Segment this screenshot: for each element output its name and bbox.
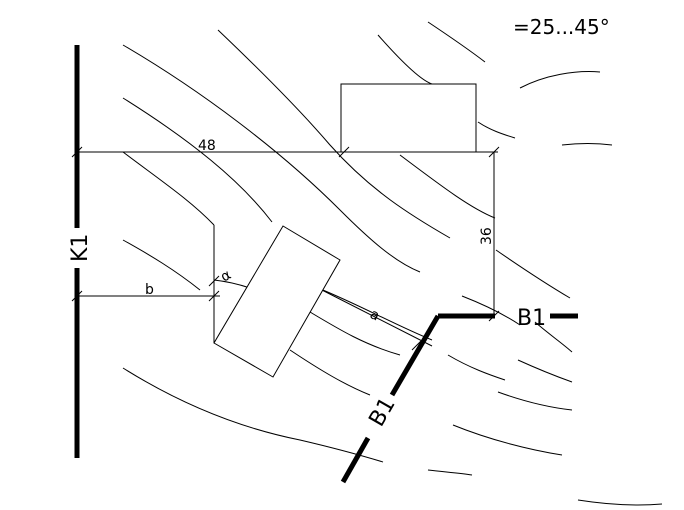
dimension-36 xyxy=(488,152,500,322)
contour-line xyxy=(461,295,521,326)
b1-diagonal-label: B1 xyxy=(365,393,401,431)
contour-line xyxy=(377,34,433,85)
dimension-b-tick-right xyxy=(208,290,220,302)
contour-line xyxy=(427,469,473,476)
dimension-36-tick-bottom xyxy=(488,310,500,322)
angle-tick-left xyxy=(208,275,220,287)
boundary-b1-diagonal-upper xyxy=(389,314,441,397)
dimension-a-label: a xyxy=(367,306,382,324)
boundary-b1 xyxy=(340,313,578,484)
boundary-b1-diagonal-lower xyxy=(340,436,371,484)
contour-line xyxy=(452,424,563,456)
dimension-36-label: 36 xyxy=(479,227,495,245)
contour-line xyxy=(122,239,201,291)
b1-horizontal-label: B1 xyxy=(517,306,546,331)
contour-line xyxy=(122,151,215,226)
contour-line xyxy=(309,311,401,356)
contour-line xyxy=(477,121,516,139)
contour-line xyxy=(122,367,384,463)
contour-line xyxy=(534,321,573,353)
contour-line xyxy=(561,143,613,146)
planned-building-rotated xyxy=(213,225,341,378)
contour-line xyxy=(495,249,571,299)
contour-line xyxy=(577,499,663,506)
contour-line xyxy=(399,154,496,219)
k1-label: K1 xyxy=(68,234,93,262)
dimension-a-line xyxy=(317,287,433,347)
contour-line xyxy=(122,44,421,273)
dimension-a-tick-right xyxy=(411,339,423,351)
dimension-b-tick-left xyxy=(71,290,83,302)
angle-range-label: =25...45° xyxy=(513,15,610,39)
existing-building xyxy=(340,83,477,153)
contour-line xyxy=(289,349,371,396)
contour-line xyxy=(427,21,486,63)
contour-line xyxy=(317,287,433,341)
dimension-b-label: b xyxy=(145,282,154,298)
dimension-48-tick-mid xyxy=(338,146,350,158)
contour-line xyxy=(517,359,573,383)
contour-line xyxy=(497,391,573,411)
contour-line xyxy=(122,97,273,223)
contour-line xyxy=(519,71,601,89)
contour-line xyxy=(447,354,506,381)
dimension-b xyxy=(71,225,220,343)
dimension-48-label: 48 xyxy=(198,138,216,154)
contour-line xyxy=(217,29,451,239)
dimension-48-tick-left xyxy=(71,146,83,158)
